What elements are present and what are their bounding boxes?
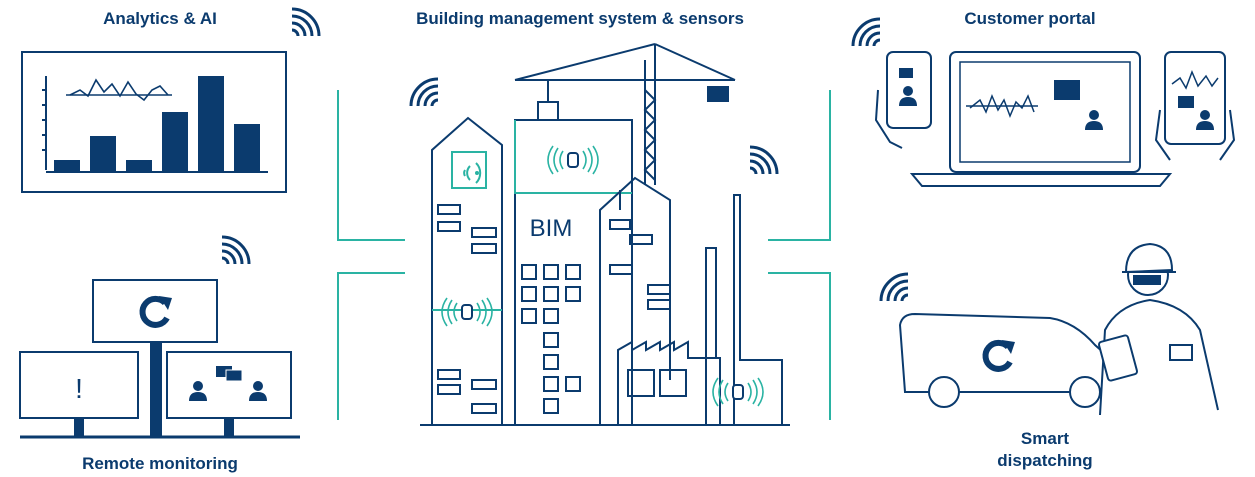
- wifi-icon: [851, 17, 882, 48]
- analytics-bar: [162, 112, 188, 172]
- analytics-title: Analytics & AI: [103, 9, 217, 28]
- analytics-bar: [90, 136, 116, 172]
- smart-dispatching-line2: dispatching: [997, 451, 1093, 470]
- wifi-icon: [879, 272, 910, 303]
- customer-portal-title: Customer portal: [964, 9, 1096, 28]
- analytics-bar: [234, 124, 260, 172]
- analytics-monitor: [21, 51, 287, 193]
- users-chat-icon: [189, 366, 267, 401]
- analytics-bar: [198, 76, 224, 172]
- customer-portal-devices: [874, 51, 1236, 187]
- wifi-icon: [220, 235, 251, 266]
- analytics-sparkline: [69, 78, 169, 102]
- alert-mark: !: [75, 373, 83, 404]
- nfc-tag-icon: [463, 162, 482, 184]
- bms-title: Building management system & sensors: [416, 9, 744, 28]
- analytics-bar: [54, 160, 80, 172]
- technician: [1098, 242, 1219, 416]
- bim-label: BIM: [530, 215, 573, 242]
- analytics-bar: [126, 160, 152, 172]
- remote-monitoring-screens: !: [19, 279, 300, 439]
- sensor-icon: [547, 145, 599, 175]
- wifi-icon: [290, 7, 321, 38]
- wifi-icon: [748, 145, 779, 176]
- smart-dispatching-title: Smart dispatching: [960, 428, 1130, 472]
- sensor-icon: [441, 297, 493, 327]
- building-cluster: [420, 43, 790, 426]
- smart-dispatching-line1: Smart: [1020, 429, 1070, 448]
- analytics-bars: [54, 76, 260, 172]
- connector-lines: [337, 90, 831, 420]
- dispatch-van: [898, 312, 1125, 408]
- wifi-icon: [409, 77, 440, 108]
- remote-monitoring-title: Remote monitoring: [82, 454, 238, 473]
